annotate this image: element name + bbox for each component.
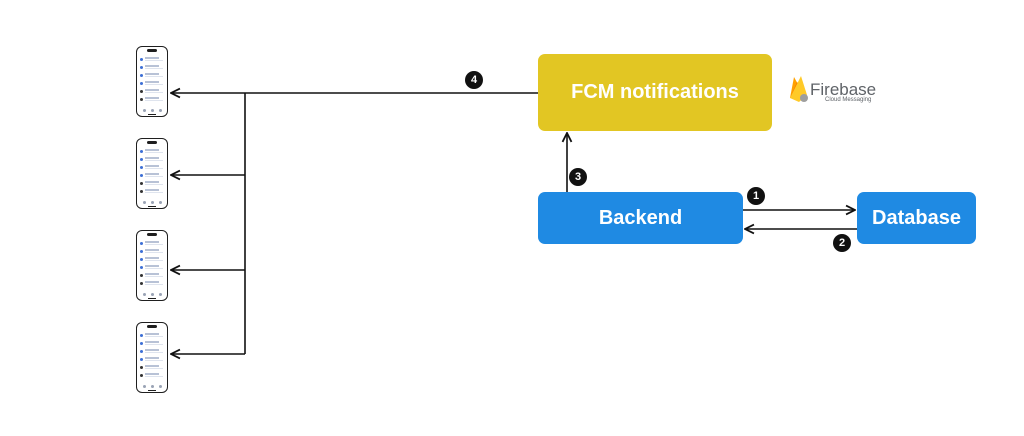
smartphone-icon — [136, 230, 168, 301]
backend-node: Backend — [538, 192, 743, 244]
smartphone-icon — [136, 322, 168, 393]
firebase-logo: Firebase Cloud Messaging — [788, 74, 888, 106]
firebase-wordmark: Firebase — [810, 80, 877, 99]
smartphone-icon — [136, 138, 168, 209]
firebase-subtitle: Cloud Messaging — [825, 97, 872, 103]
firebase-flame-icon — [790, 76, 808, 102]
database-node: Database — [857, 192, 976, 244]
step-badge-3: 3 — [569, 168, 587, 186]
step-badge-4: 4 — [465, 71, 483, 89]
fcm-notifications-label: FCM notifications — [571, 81, 739, 103]
database-label: Database — [872, 206, 961, 229]
step-badge-1: 1 — [747, 187, 765, 205]
step-badge-2: 2 — [833, 234, 851, 252]
fcm-notifications-node: FCM notifications — [538, 54, 772, 131]
smartphone-icon — [136, 46, 168, 117]
backend-label: Backend — [598, 206, 683, 229]
